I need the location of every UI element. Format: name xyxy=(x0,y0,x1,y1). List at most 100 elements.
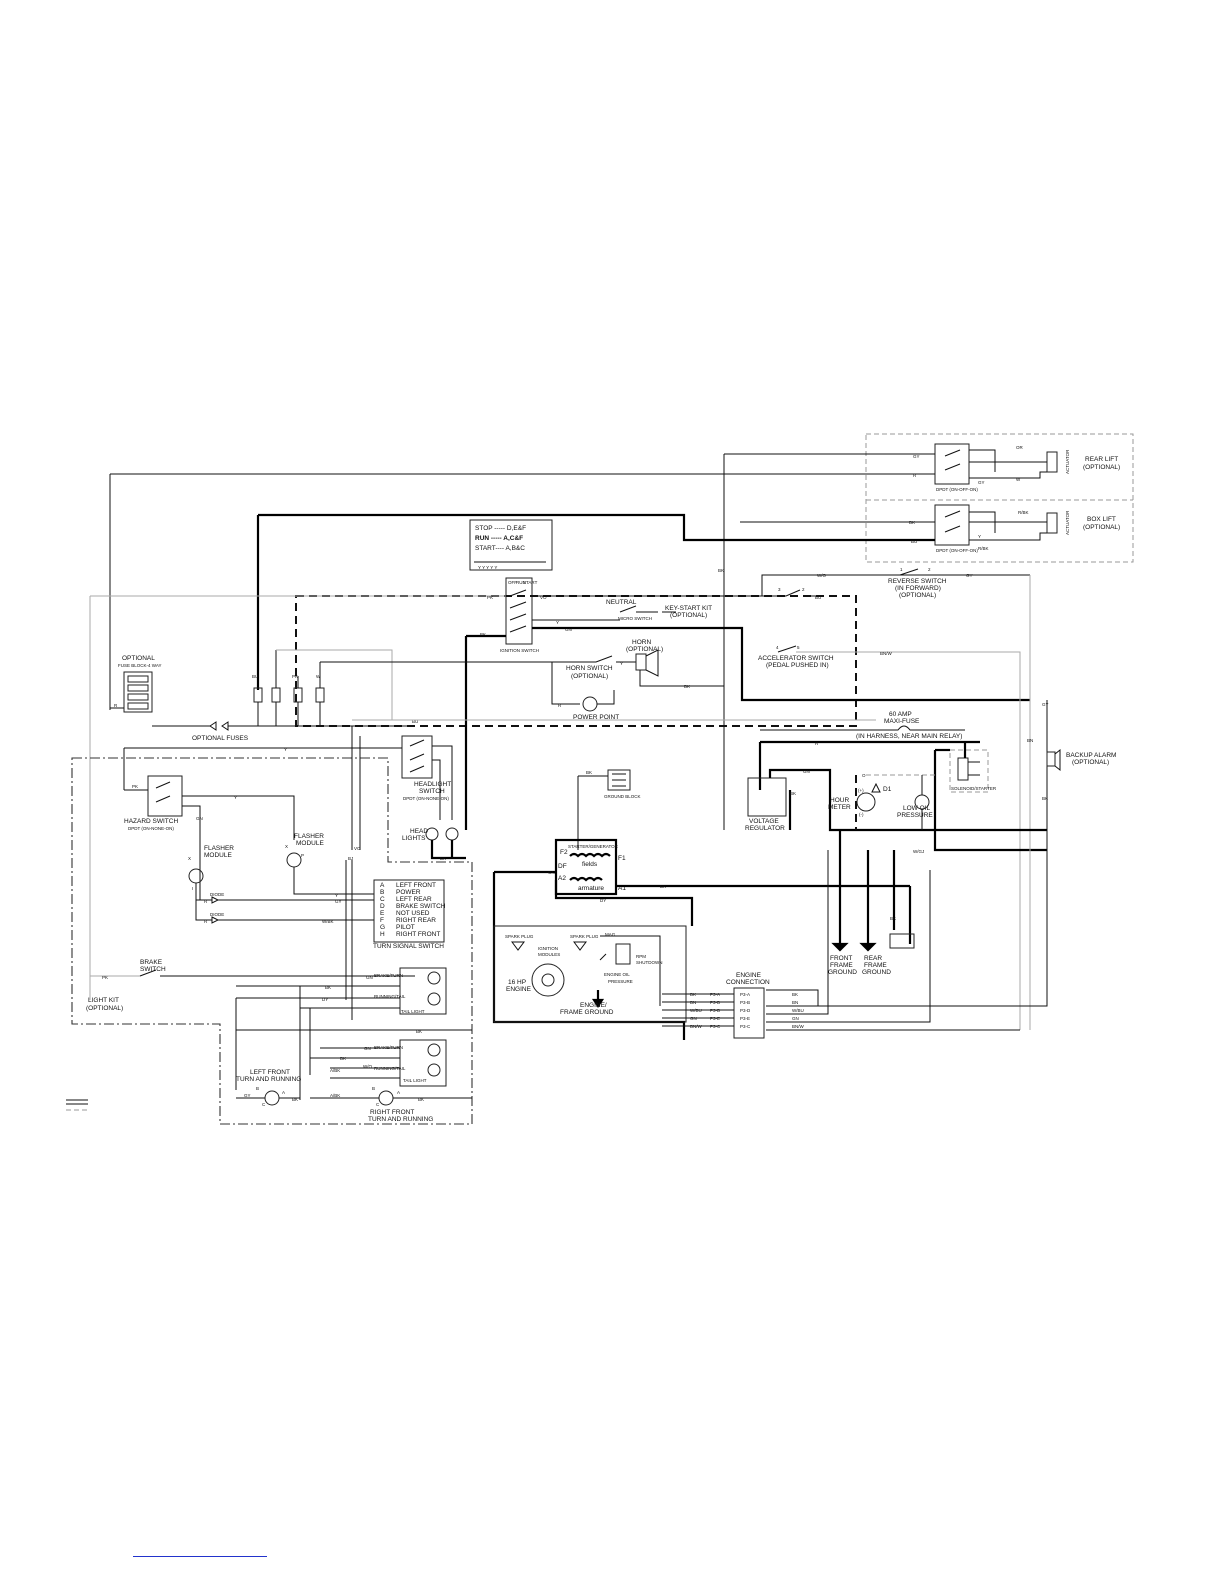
fuse-block-area: OPTIONAL FUSE BLOCK-4 WAY R OPTIONAL FUS… xyxy=(110,649,876,742)
wire-gn-hazard: GN xyxy=(196,816,203,821)
fuse-1 xyxy=(253,687,263,703)
svg-text:I: I xyxy=(192,886,193,891)
wire-dy-tail: DY xyxy=(322,997,328,1002)
wire-bk-horn: BK xyxy=(684,684,690,689)
rpm-shutdown xyxy=(615,943,631,965)
voltage-regulator-label: VOLTAGE xyxy=(749,818,779,825)
left-front-label: LEFT FRONT xyxy=(250,1069,290,1076)
wire-r-diode-2: R xyxy=(204,919,208,924)
turn-signal-letter: G xyxy=(380,924,385,931)
rear-lift-actuator-label: ACTUATOR xyxy=(1065,449,1070,474)
svg-text:2: 2 xyxy=(802,587,805,592)
wire-y-flasher: Y xyxy=(234,795,237,800)
key-start-kit-label: KEY-START KIT xyxy=(665,605,712,612)
headlight-switch-label-2: SWITCH xyxy=(419,788,445,795)
wire-bn-alarm: BN xyxy=(1027,738,1033,743)
starter-generator-area: STARTER/GENERATOR fields armature F2 DF … xyxy=(492,838,910,1040)
hour-meter-minus: (-) xyxy=(859,812,864,817)
wire-dy-sg: DY xyxy=(600,898,606,903)
turn-signal-letter: C xyxy=(380,896,385,903)
key-start-kit-optional: (OPTIONAL) xyxy=(670,612,707,619)
wire-y-label-box: Y xyxy=(978,534,981,539)
head-lights-label-2: LIGHTS xyxy=(402,835,426,842)
ignition-switch-label: IGNITION SWITCH xyxy=(500,648,539,653)
wire-r-fuse: R xyxy=(114,703,118,708)
turn-signal-letter: F xyxy=(380,917,384,924)
svg-text:3: 3 xyxy=(778,587,781,592)
shutdown-label: SHUTDOWN xyxy=(636,960,663,965)
backup-alarm-label: BACKUP ALARM xyxy=(1066,752,1116,759)
engine-box xyxy=(493,925,687,1023)
engine-pin-label: P3-A xyxy=(740,992,750,997)
svg-text:X: X xyxy=(285,844,288,849)
maxi-fuse-amp: 60 AMP xyxy=(889,711,912,718)
rear-lift-switch-type: DPDT (ON-OFF-ON) xyxy=(936,487,978,492)
wire-bk-vertical: BK xyxy=(718,568,724,573)
right-front-turn-label: TURN AND RUNNING xyxy=(368,1116,433,1123)
wire-bj-vertical: BJ xyxy=(348,856,353,861)
wire-bu-harness: BU xyxy=(412,719,418,724)
wire-bk-rf: BK xyxy=(418,1097,424,1102)
wire-gy-lf: GY xyxy=(244,1093,251,1098)
rear-lift-switch xyxy=(934,443,970,485)
power-point xyxy=(582,696,598,712)
svg-text:2: 2 xyxy=(928,567,931,572)
backup-alarm-area: BACKUP ALARM (OPTIONAL) GY BN BK xyxy=(1027,575,1116,1030)
rear-lift-actuator xyxy=(1046,451,1058,473)
front-frame-ground-label: FRONT xyxy=(830,955,852,962)
right-front-label: RIGHT FRONT xyxy=(370,1109,414,1116)
svg-text:4: 4 xyxy=(776,645,779,650)
wire-wo-top: W/O xyxy=(817,573,826,578)
horn-area: HORN (OPTIONAL) HORN SWITCH (OPTIONAL) Y… xyxy=(551,639,724,721)
mag-label: MAG xyxy=(605,932,616,937)
maxi-fuse-location: (IN HARNESS, NEAR MAIN RELAY) xyxy=(856,733,962,740)
engine-pin-label: P3-D xyxy=(740,1008,751,1013)
light-kit-optional: (OPTIONAL) xyxy=(86,1005,123,1012)
engine-wire-right: BK xyxy=(792,992,798,997)
turn-signal-switch xyxy=(373,879,445,943)
wire-bk-alarm: BK xyxy=(1042,796,1048,801)
ignition-col-off: OFF xyxy=(508,580,517,585)
wire-bk-ign: BK xyxy=(480,632,486,637)
wire-bk-tail: BK xyxy=(325,985,331,990)
rear-frame-ground-label-3: GROUND xyxy=(862,969,891,976)
wire-gn-tail: GN xyxy=(366,975,373,980)
line-style-legend xyxy=(66,1099,88,1111)
hazard-switch xyxy=(147,775,183,817)
wire-gy-label-rear: GY xyxy=(978,480,985,485)
brake-switch-area: PK BRAKE SWITCH xyxy=(90,959,415,980)
lift-options-region: DPDT (ON-OFF-ON) ACTUATOR REAR LIFT (OPT… xyxy=(865,433,1134,563)
hour-meter xyxy=(856,792,876,812)
armature-label: armature xyxy=(578,885,604,892)
wire-bk-headlights: BK xyxy=(440,856,446,861)
tail-lights-area: TAIL LIGHT BRAKE/TURN RUNNING/TAIL GN BK… xyxy=(235,967,472,1100)
gauges-area: VOLTAGE REGULATOR GN BK (+) (-) HOUR MET… xyxy=(745,768,1047,832)
d1-label: D1 xyxy=(883,786,892,793)
maxi-fuse-label: MAXI-FUSE xyxy=(884,718,920,725)
wire-bk-tail-r: BK xyxy=(340,1056,346,1061)
terminal-f2: F2 xyxy=(560,849,568,856)
tail-light-right-label: TAIL LIGHT xyxy=(403,1078,427,1083)
front-frame-ground-label-3: GROUND xyxy=(828,969,857,976)
wire-r-pp: R xyxy=(558,703,562,708)
engine-connection-label: ENGINE xyxy=(736,972,762,979)
wire-vo-label: VO xyxy=(540,595,547,600)
spark-plug-right-label: SPARK PLUG xyxy=(570,934,599,939)
frame-ground-area: FRONT FRAME GROUND REAR FRAME GROUND W/G… xyxy=(766,830,1048,1031)
reverse-switch-label: REVERSE SWITCH xyxy=(888,578,947,585)
front-turn-area: LEFT FRONT TURN AND RUNNING BAC GY BK BA… xyxy=(236,1068,472,1123)
diode-label-2: DIODE xyxy=(210,912,224,917)
wire-gn-sg: GN xyxy=(548,870,555,875)
wire-gn-tail-r: GN xyxy=(364,1046,371,1051)
wire-o-meter: O xyxy=(862,773,866,778)
left-front-lamp xyxy=(264,1090,280,1106)
wire-bk-sg: BK xyxy=(660,884,666,889)
engine-frame-ground-label: ENGINE/ xyxy=(580,1002,607,1009)
brake-switch-label-2: SWITCH xyxy=(140,966,166,973)
fuse-block-label: FUSE BLOCK-4 WAY xyxy=(118,663,162,668)
horn xyxy=(635,653,647,671)
wire-abk-rf: A/BK xyxy=(330,1093,340,1098)
svg-text:5: 5 xyxy=(797,645,800,650)
